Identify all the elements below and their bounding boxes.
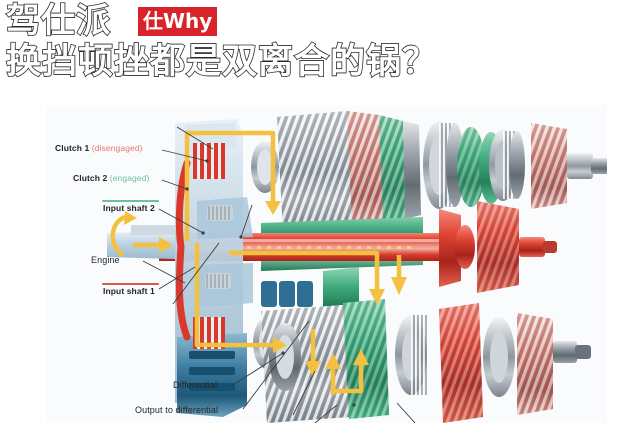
transmission-diagram: Clutch 1 (disengaged) Clutch 2 (engaged)… [47,105,607,423]
input-shaft-1-rule [102,283,159,285]
callout-input-shaft-1: Input shaft 1 [103,286,155,296]
callout-clutch-1-state: (disengaged) [91,143,143,153]
callout-clutch-2: Clutch 2 (engaged) [73,173,149,183]
lower-gear-cluster [261,267,591,423]
callout-input-shaft-2: Input shaft 2 [103,203,155,213]
clutch-1-pack [193,143,225,179]
callout-clutch-1-main: Clutch 1 [55,143,92,153]
callout-differential: Differential [173,380,218,390]
callout-end-dots [185,159,356,407]
headline-line-2: 换挡顿挫都是双离合的锅？ [5,41,439,83]
power-flow-arrows [110,130,407,395]
callout-output-to-differential: Output to differential [135,405,219,415]
callout-clutch-1: Clutch 1 (disengaged) [55,143,143,153]
bottom-leader-lines [314,402,416,423]
input-shaft-2-rule [102,200,159,202]
callout-clutch-2-state: (engaged) [109,173,150,183]
input-shaft-1-shaft [159,201,557,293]
article-headline: 驾仕派 仕Why 换挡顿挫都是双离合的锅？ [0,0,640,100]
callout-engine: Engine [91,255,120,265]
dual-clutch-assembly [107,119,281,417]
callout-leader-lines [142,126,316,416]
brand-badge: 仕Why [138,7,218,36]
upper-gear-cluster [277,111,607,242]
headline-line-1: 驾仕派 [5,1,111,41]
transmission-illustration [47,105,607,423]
callout-clutch-2-main: Clutch 2 [73,173,110,183]
